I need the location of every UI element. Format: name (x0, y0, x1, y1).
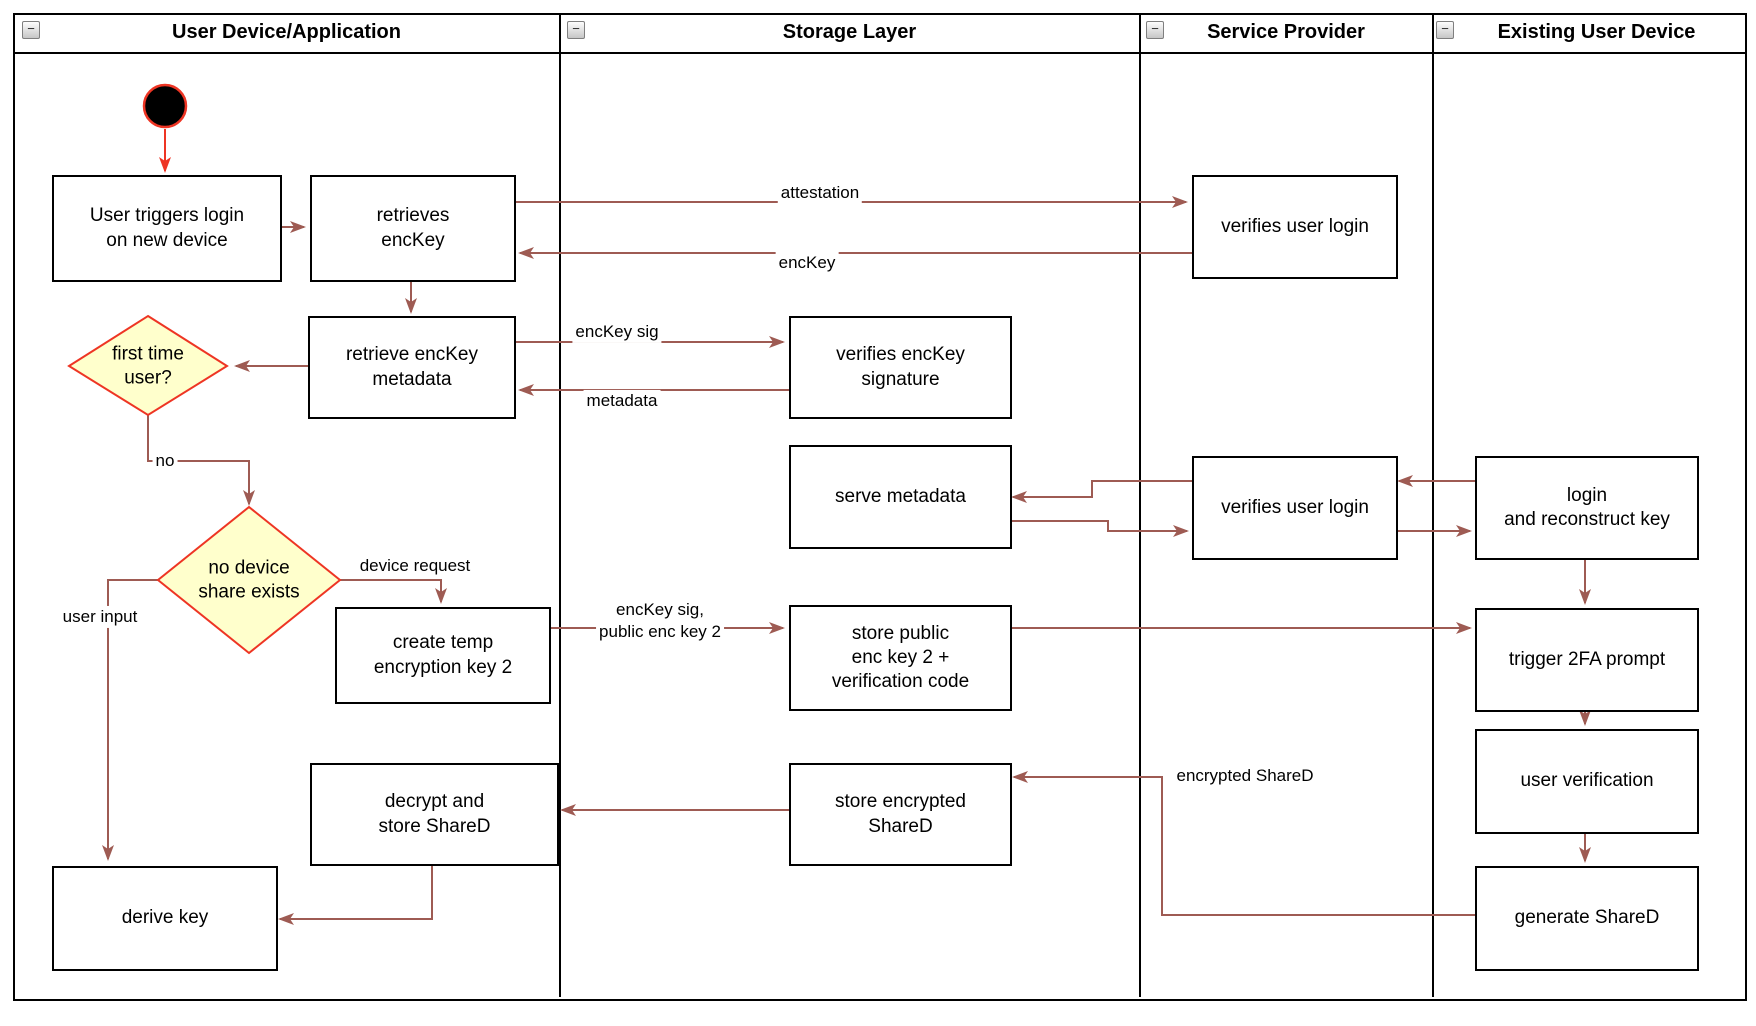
edge-label-no: no (152, 449, 178, 473)
node-create-temp-encryption-key: create temp encryption key 2 (335, 607, 551, 704)
collapse-button-lane-storage[interactable]: − (567, 21, 585, 39)
edge-label-device-request: device request (356, 554, 474, 578)
lane-divider-1 (559, 14, 561, 997)
node-decrypt-and-store-shared: decrypt and store ShareD (310, 763, 559, 866)
header-divider (14, 52, 1745, 54)
edge-label-enckey-sig: encKey sig (572, 320, 662, 344)
edge-label-enckey: encKey (775, 251, 839, 275)
node-store-encrypted-shared: store encrypted ShareD (789, 763, 1012, 866)
edge-label-enckey-sig-public: encKey sig, public enc key 2 (596, 598, 724, 644)
decision-label-first-time-user: first time user? (112, 343, 184, 388)
decision-label-no-device-share: no device share exists (198, 557, 300, 602)
node-serve-metadata: serve metadata (789, 445, 1012, 549)
node-retrieves-enckey: retrieves encKey (310, 175, 516, 282)
lane-title-user-device: User Device/Application (172, 21, 401, 43)
collapse-button-lane-user-device[interactable]: − (22, 21, 40, 39)
lane-title-service-provider: Service Provider (1207, 21, 1365, 43)
node-verifies-user-login-mid: verifies user login (1192, 456, 1398, 560)
lane-title-existing-user-device: Existing User Device (1497, 21, 1696, 43)
node-login-and-reconstruct-key: login and reconstruct key (1475, 456, 1699, 560)
edge-label-attestation: attestation (777, 181, 863, 205)
node-store-public-enc-key: store public enc key 2 + verification co… (789, 605, 1012, 711)
node-user-verification: user verification (1475, 729, 1699, 834)
node-trigger-2fa-prompt: trigger 2FA prompt (1475, 608, 1699, 712)
lane-divider-2 (1139, 14, 1141, 997)
lane-title-storage-layer: Storage Layer (782, 21, 917, 43)
edge-label-user-input: user input (59, 605, 141, 629)
node-generate-shared: generate ShareD (1475, 866, 1699, 971)
collapse-button-lane-existing[interactable]: − (1436, 21, 1454, 39)
edge-label-metadata: metadata (583, 389, 661, 413)
collapse-button-lane-service[interactable]: − (1146, 21, 1164, 39)
node-verifies-user-login-top: verifies user login (1192, 175, 1398, 279)
edge-label-encrypted-shared: encrypted ShareD (1173, 764, 1317, 788)
lane-divider-3 (1432, 14, 1434, 997)
node-verifies-enckey-signature: verifies encKey signature (789, 316, 1012, 419)
node-retrieve-enckey-metadata: retrieve encKey metadata (308, 316, 516, 419)
node-user-triggers-login: User triggers login on new device (52, 175, 282, 282)
diagram-frame (13, 13, 1747, 1001)
node-derive-key: derive key (52, 866, 278, 971)
